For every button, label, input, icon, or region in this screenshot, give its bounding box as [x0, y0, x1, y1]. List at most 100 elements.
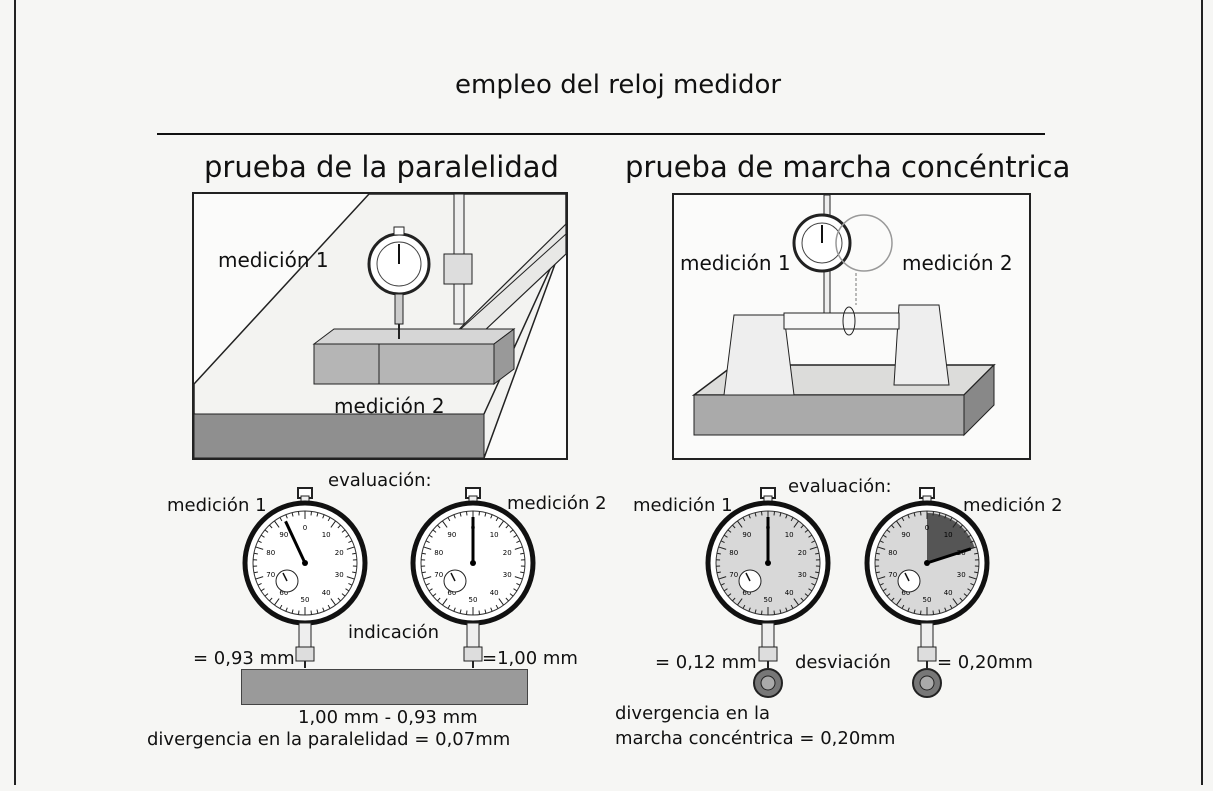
- dial-tick: [938, 512, 941, 517]
- dial-tick: [760, 610, 763, 615]
- dial-tick: [316, 609, 319, 614]
- dial-tick: [316, 512, 319, 517]
- dial-tick: [291, 609, 294, 614]
- dial-tick-label: 90: [447, 531, 456, 539]
- dial-tick: [447, 517, 451, 522]
- dial-tick: [877, 576, 886, 580]
- dial-tick: [875, 571, 880, 574]
- dial-tick: [785, 514, 788, 519]
- dial-tick: [970, 540, 975, 544]
- dial-tick: [423, 546, 432, 550]
- dial-tick: [891, 524, 895, 529]
- gauge-clamp: [758, 646, 778, 662]
- dial-tick-label: 20: [335, 549, 344, 557]
- counter-needle: [450, 572, 456, 582]
- dial-tick: [754, 609, 757, 614]
- dial-tick: [490, 514, 493, 519]
- dial-tick: [509, 529, 514, 533]
- difference-formula: 1,00 mm - 0,93 mm: [298, 707, 478, 728]
- parallelism-scene-drawing: [193, 193, 567, 459]
- dial-tick: [327, 517, 331, 522]
- dial-tick: [255, 576, 264, 580]
- dial-tick: [297, 511, 300, 516]
- dial-tick: [291, 512, 294, 517]
- dial-tick-label: 70: [266, 571, 275, 579]
- dial-tick: [346, 576, 355, 580]
- gauge-roller-hub: [919, 675, 935, 691]
- concentricity-result-line-1: divergencia en la: [615, 703, 771, 724]
- dial-tick: [269, 597, 273, 602]
- dial-tick: [974, 552, 979, 555]
- dial-tick: [790, 517, 794, 522]
- dial-tick: [913, 512, 916, 517]
- parallelism-illustration: medición 1 medición 2: [192, 192, 568, 460]
- dial-tick: [327, 604, 331, 609]
- counter-needle: [904, 572, 910, 582]
- dial-tick-label: 70: [729, 571, 738, 579]
- dial-tick: [886, 593, 891, 597]
- gauge-clamp: [295, 646, 315, 662]
- dial-tick: [428, 534, 433, 538]
- evaluation-label-left: evaluación:: [328, 470, 432, 491]
- dial-tick: [322, 514, 325, 519]
- dial-tick: [459, 512, 462, 517]
- dial-tick: [901, 517, 905, 522]
- dial-tick-label: 10: [322, 531, 331, 539]
- dial-tick: [465, 610, 468, 615]
- dial-tick: [279, 517, 283, 522]
- dial-tick: [437, 597, 441, 602]
- dial-tick: [478, 511, 481, 516]
- dial-tick-label: 70: [888, 571, 897, 579]
- dial-tick: [808, 534, 813, 538]
- gauge-needle: [926, 547, 972, 565]
- dial-tick: [875, 552, 880, 555]
- dial-tick: [453, 607, 456, 612]
- dial-tick: [447, 604, 451, 609]
- deviation-label: desviación: [795, 652, 891, 673]
- dial-tick: [341, 529, 346, 533]
- dial-tick: [498, 520, 504, 528]
- dial-tick: [790, 604, 794, 609]
- dial-tick-label: 30: [798, 571, 807, 579]
- needle-hub: [470, 560, 476, 566]
- dial-tick-label: 10: [490, 531, 499, 539]
- dial-tick: [949, 604, 953, 609]
- dial-tick-label: 10: [944, 531, 953, 539]
- section-heading-parallelism: prueba de la paralelidad: [204, 150, 559, 184]
- dial-tick: [442, 520, 448, 528]
- dial-tick-label: 10: [785, 531, 794, 539]
- dial-tick: [804, 529, 809, 533]
- dial-tick: [732, 597, 736, 602]
- dial-tick: [896, 598, 902, 606]
- gauge-clamp: [463, 646, 483, 662]
- dial-tick: [944, 514, 947, 519]
- dial-tick: [348, 582, 353, 586]
- gauge-stem: [761, 622, 775, 648]
- gauge-clamp: [917, 646, 937, 662]
- dial-tick: [938, 609, 941, 614]
- dial-tick-label: 20: [798, 549, 807, 557]
- dial-tick: [437, 524, 441, 529]
- dial-tick: [432, 529, 437, 533]
- dial-tick-label: 0: [925, 524, 929, 532]
- dial-tick: [253, 552, 258, 555]
- concentricity-illustration: medición 1 medición 2: [672, 193, 1031, 460]
- dial-tick-label: 60: [279, 589, 288, 597]
- dial-tick: [716, 571, 721, 574]
- dial-tick: [484, 609, 487, 614]
- dial-tick: [425, 582, 430, 586]
- dial-tick: [967, 588, 972, 592]
- dial-tick: [748, 607, 751, 612]
- dial-tick: [811, 582, 816, 586]
- dial-tick: [520, 552, 525, 555]
- dial-tick: [970, 582, 975, 586]
- dial-tick-label: 60: [901, 589, 910, 597]
- page-frame: [14, 0, 1203, 785]
- dial-tick-label: 40: [322, 589, 331, 597]
- dial-tick: [352, 552, 357, 555]
- dial-tick: [345, 534, 350, 538]
- title-rule: [157, 133, 1045, 135]
- dial-tick: [882, 534, 887, 538]
